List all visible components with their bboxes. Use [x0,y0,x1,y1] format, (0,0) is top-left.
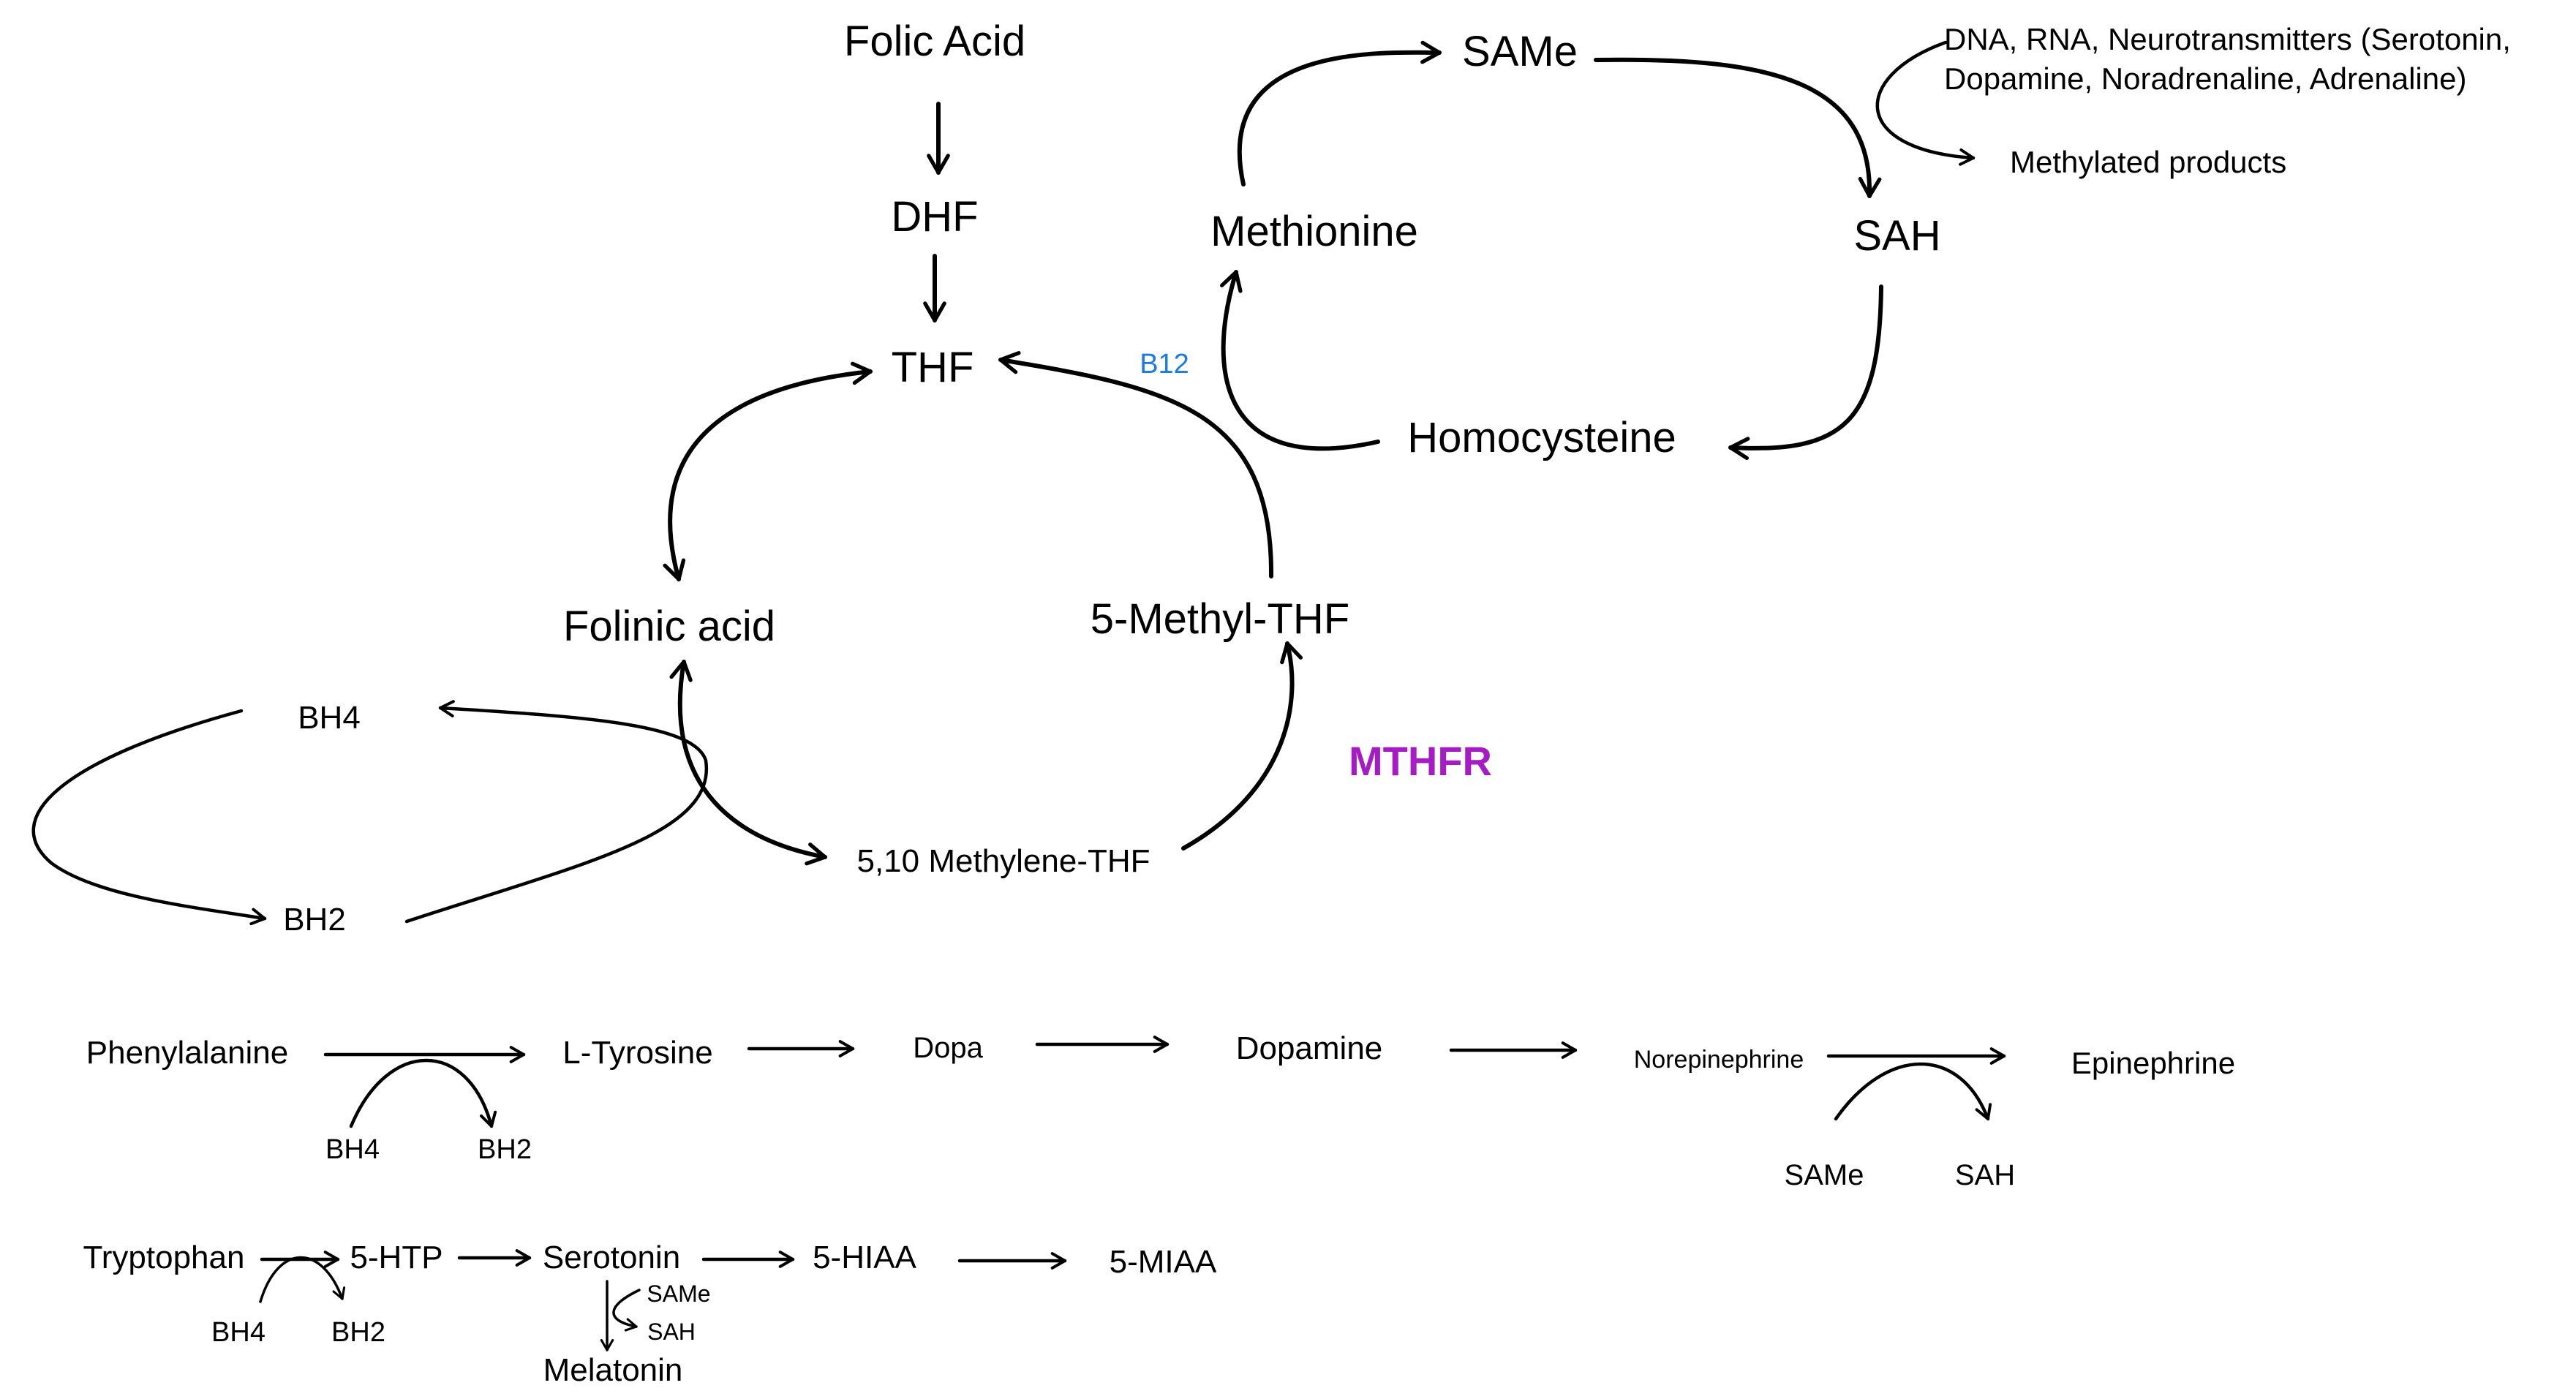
arrow-same-to-sah-serotonin [612,1289,641,1332]
node-norepinephrine: Norepinephrine [1634,1046,1804,1074]
cofactor-bh2-tryptophan: BH2 [331,1317,385,1348]
methylation-targets-line-1: DNA, RNA, Neurotransmitters (Serotonin, [1944,22,2511,56]
node-bh2: BH2 [283,902,346,938]
arrow-homocysteine-to-methionine [1220,270,1380,451]
cofactor-sah-serotonin: SAH [647,1319,696,1345]
label-methylated-products: Methylated products [2010,145,2286,179]
arrow-same-to-sah-norepinephrine [1834,1062,1992,1121]
node-methyl-thf: 5-Methyl-THF [1091,595,1349,643]
node-l-tyrosine: L-Tyrosine [562,1035,712,1071]
node-dopa: Dopa [913,1032,983,1064]
node-same: SAMe [1462,28,1578,75]
node-epinephrine: Epinephrine [2071,1046,2235,1080]
arrow-methyl-thf-to-thf [998,351,1274,578]
arrow-methionine-to-same [1237,40,1442,186]
cofactor-bh2-phenylalanine: BH2 [478,1134,532,1165]
arrow-thf-folinic-acid [663,361,873,581]
node-bh4: BH4 [298,700,361,736]
label-mthfr: MTHFR [1349,738,1492,784]
node-sah: SAH [1853,212,1940,260]
arrow-bh4-to-bh2-tryptophan [259,1256,346,1303]
node-tryptophan: Tryptophan [83,1240,245,1275]
arrow-methylene-thf-to-methyl-thf [1181,641,1303,851]
arrow-methylation-to-products [1875,40,1976,166]
node-5-hiaa: 5-HIAA [813,1240,916,1275]
cofactor-bh4-phenylalanine: BH4 [325,1134,380,1165]
label-methylation-targets: DNA, RNA, Neurotransmitters (Serotonin, … [1944,22,2520,96]
node-dopamine: Dopamine [1236,1030,1383,1066]
label-b12: B12 [1140,349,1189,380]
node-melatonin: Melatonin [543,1352,683,1388]
cofactor-same-serotonin: SAMe [647,1281,710,1307]
arrow-bh4-to-bh2-phenylalanine [349,1058,497,1128]
arrow-folinic-acid-methylene-thf [669,660,827,866]
node-thf: THF [892,344,974,391]
node-serotonin: Serotonin [543,1240,680,1275]
arrow-bh2-to-bh4 [404,700,709,924]
arrow-bh4-to-bh2 [31,709,267,926]
node-methionine: Methionine [1210,208,1418,255]
node-folinic-acid: Folinic acid [563,603,775,650]
arrow-same-to-sah [1594,57,1882,198]
node-methylene-thf: 5,10 Methylene-THF [856,843,1150,879]
methylation-targets-line-2: Dopamine, Noradrenaline, Adrenaline) [1944,61,2466,96]
cofactor-sah-norepinephrine: SAH [1955,1159,2015,1191]
cofactor-bh4-tryptophan: BH4 [211,1317,265,1348]
arrow-sah-to-homocysteine [1728,284,1883,461]
node-5-htp: 5-HTP [350,1240,442,1275]
node-phenylalanine: Phenylalanine [86,1035,288,1071]
cofactor-same-norepinephrine: SAMe [1785,1159,1864,1191]
node-folic-acid: Folic Acid [844,18,1025,65]
node-dhf: DHF [891,193,978,241]
node-5-miaa: 5-MIAA [1110,1244,1217,1280]
node-homocysteine: Homocysteine [1407,414,1676,461]
